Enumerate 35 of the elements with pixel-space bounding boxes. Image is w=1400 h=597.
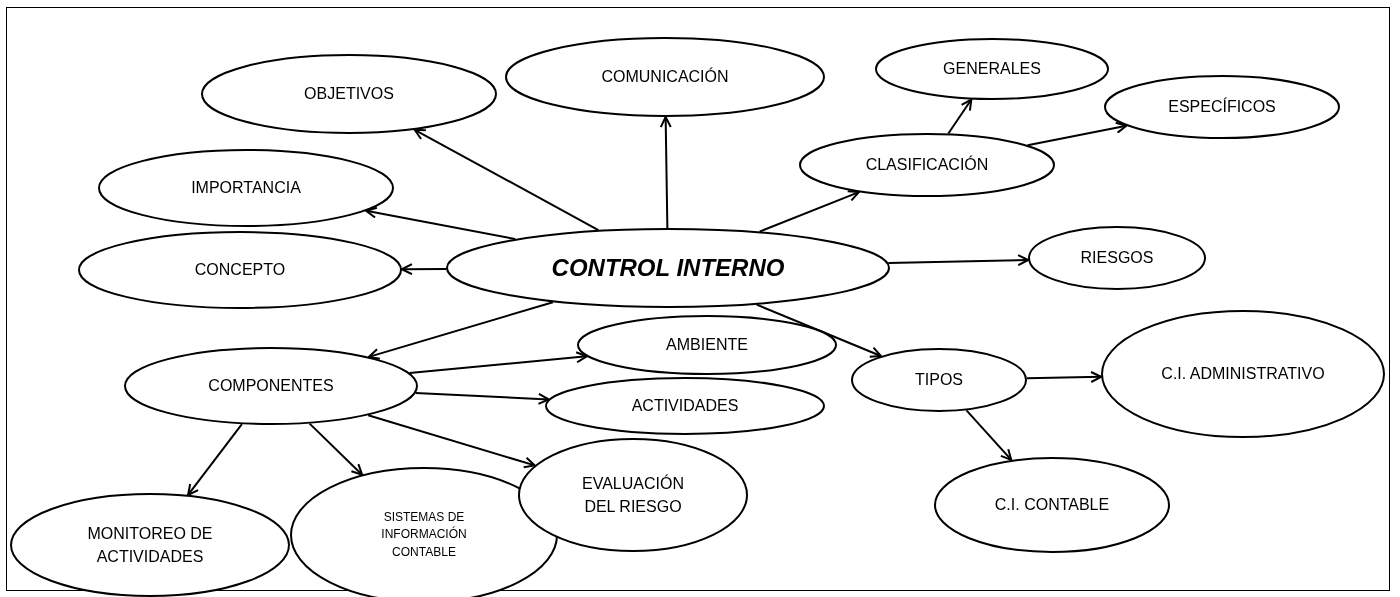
arrow [1026,121,1128,147]
concept-label: AMBIENTE [666,335,748,356]
arrow [367,414,536,469]
concept-label: COMPONENTES [208,376,334,397]
concept-label: CONCEPTO [194,260,286,281]
concept-label: TIPOS [915,370,963,391]
concept-label: C.I. ADMINISTRATIVO [1161,364,1325,385]
arrow [965,409,1013,461]
concept-label: MONITOREO DE ACTIVIDADES [86,523,214,567]
arrow [408,351,588,374]
concept-label: IMPORTANCIA [191,178,301,199]
arrow [308,422,364,476]
arrow [758,190,860,233]
concept-label: OBJETIVOS [304,84,394,105]
arrow [755,303,882,358]
concept-label: GENERALES [943,59,1041,80]
arrow [947,98,973,135]
arrow [365,206,517,240]
concept-label: EVALUACIÓN DEL RIESGO [581,473,685,517]
concept-label: COMUNICACIÓN [601,66,729,88]
arrow [367,301,554,360]
arrow [659,116,672,229]
arrow [887,254,1030,267]
arrow [400,263,448,276]
concept-label: ACTIVIDADES [631,396,739,417]
arrow [1025,371,1103,383]
concept-label: RIESGOS [1080,248,1154,269]
arrow [187,423,243,496]
concept-label: CLASIFICACIÓN [865,154,989,176]
concept-label: C.I. CONTABLE [994,495,1110,516]
concept-label: ESPECÍFICOS [1168,96,1276,118]
arrow [414,392,550,405]
concept-label: SISTEMAS DE INFORMACIÓN CONTABLE [380,508,468,561]
central-concept-label: CONTROL INTERNO [551,252,785,283]
arrow [413,128,600,231]
